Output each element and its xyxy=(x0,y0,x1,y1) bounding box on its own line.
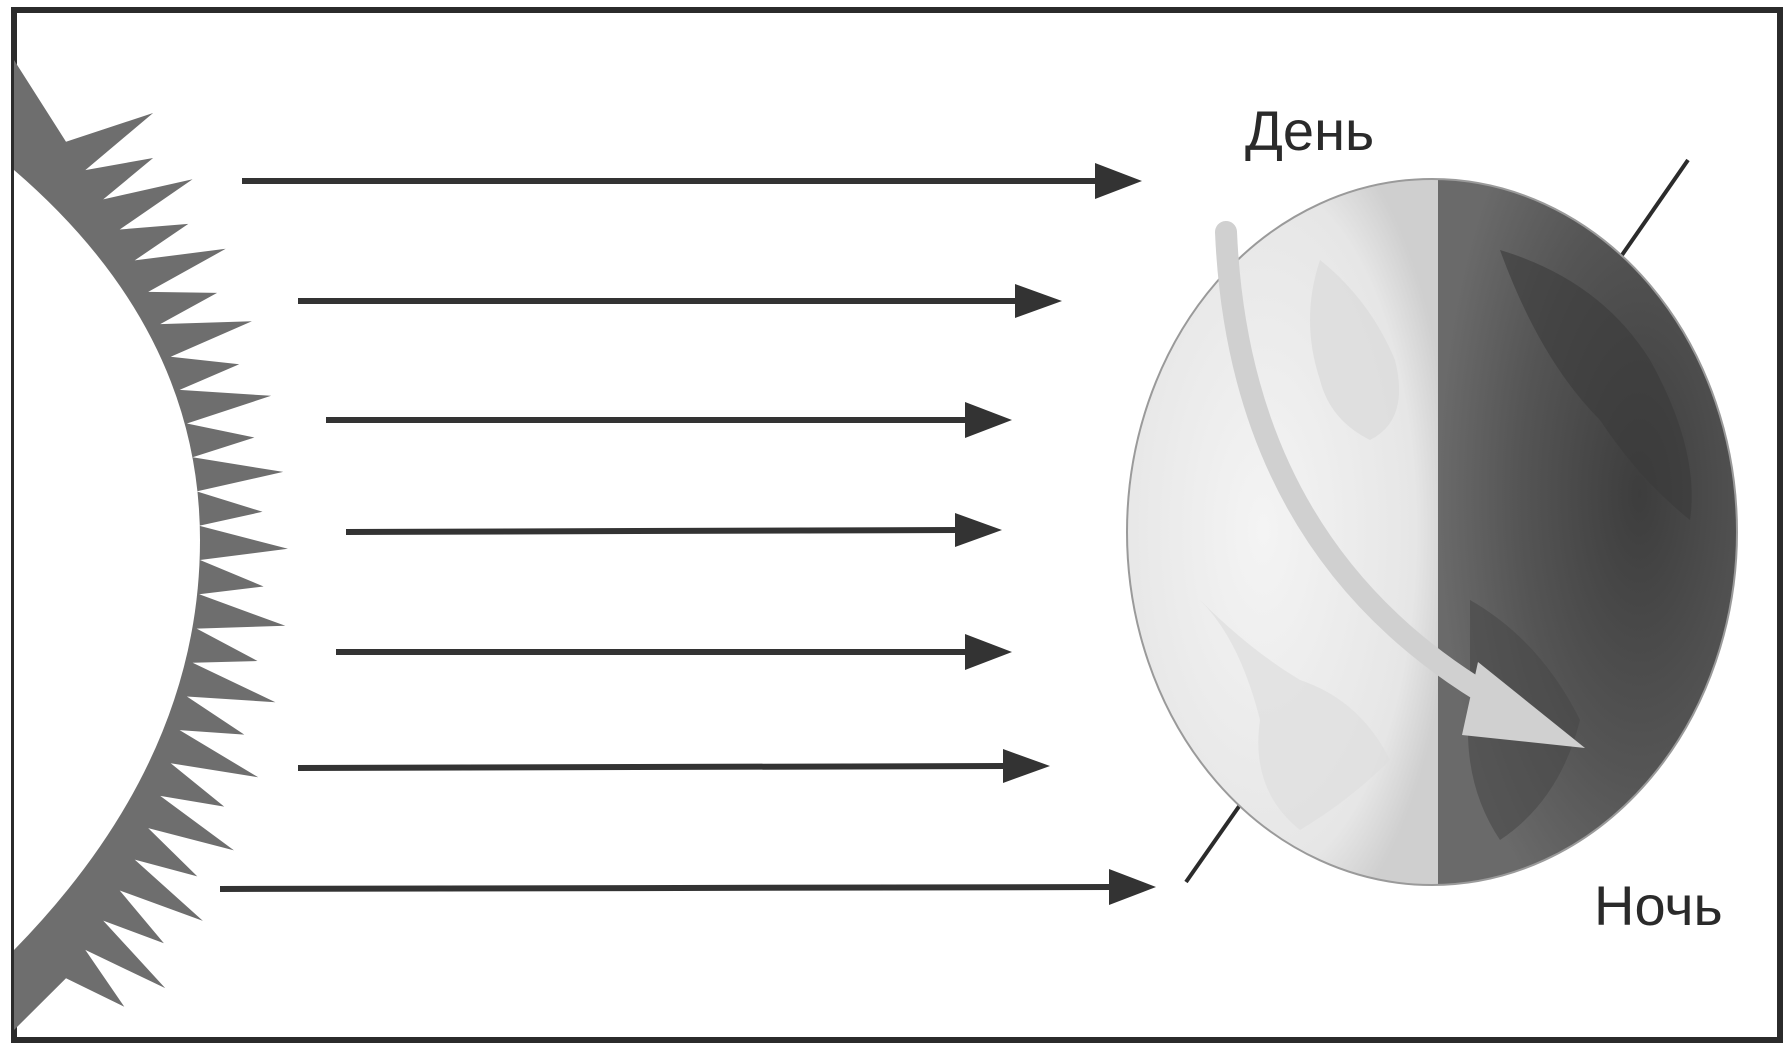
day-label: День xyxy=(1245,99,1374,162)
light-ray-arrow xyxy=(346,530,958,532)
light-ray-arrow xyxy=(298,766,1006,768)
night-label: Ночь xyxy=(1594,874,1723,937)
light-ray-arrow xyxy=(220,887,1112,889)
